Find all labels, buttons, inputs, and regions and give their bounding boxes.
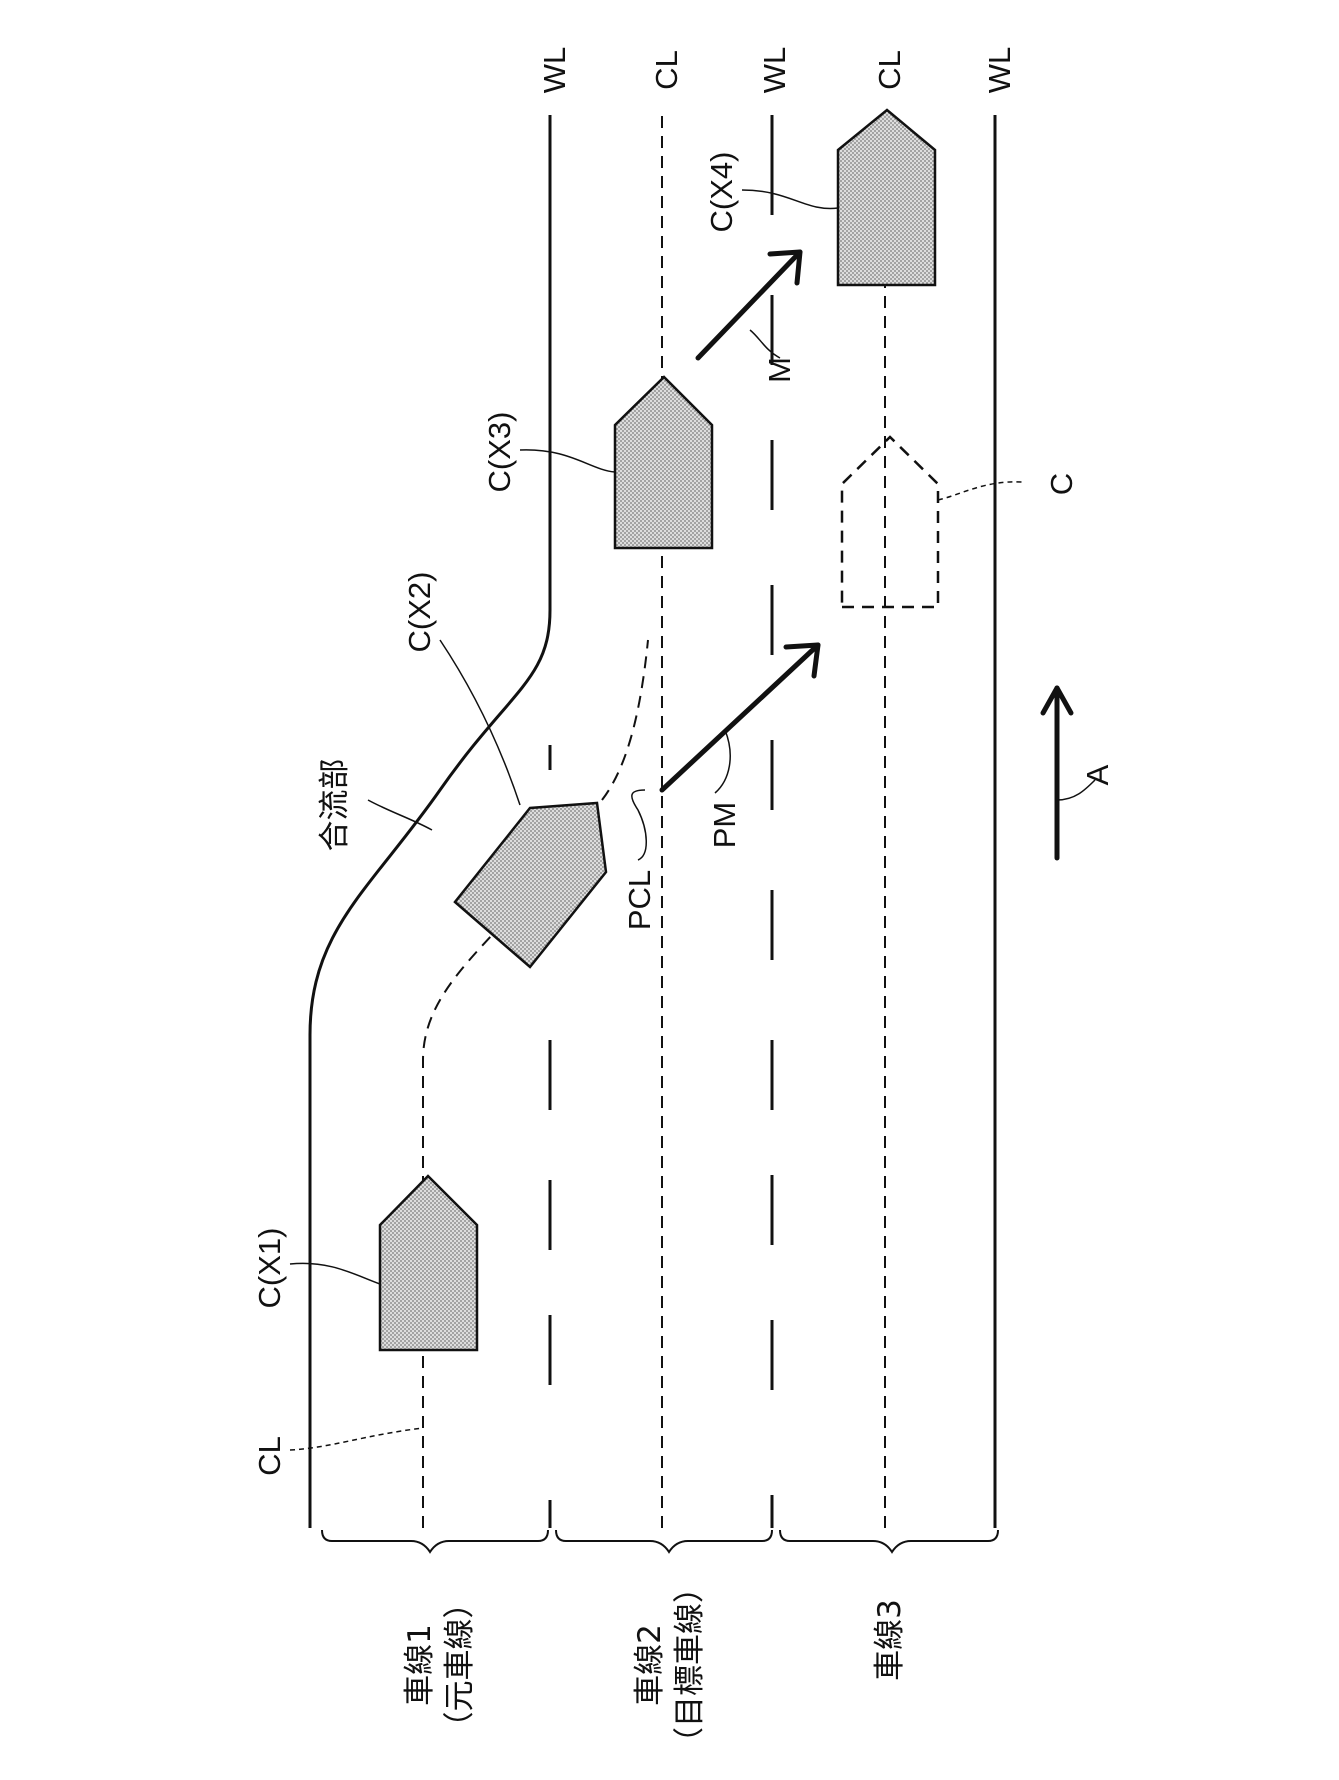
- label-c-x1: C(X1): [252, 1228, 287, 1309]
- label-lane1-sub: （元車線）: [442, 1588, 478, 1743]
- label-cl-top-a: CL: [649, 50, 684, 90]
- arrow-m: [698, 252, 800, 358]
- label-a: A: [1080, 764, 1115, 785]
- label-cl-left: CL: [252, 1436, 287, 1476]
- lane3-brace: [780, 1530, 998, 1552]
- label-lane1: 車線1: [402, 1624, 438, 1706]
- label-wl-top-b: WL: [757, 47, 792, 94]
- label-m: M: [762, 357, 797, 383]
- label-pcl: PCL: [622, 870, 657, 930]
- label-c-x2: C(X2): [402, 572, 437, 653]
- arrow-pm: [662, 645, 818, 790]
- arrows: [662, 252, 1071, 858]
- vehicle-c-x2: [455, 803, 606, 967]
- vehicle-c-x1: [380, 1176, 477, 1350]
- label-merge-section: 合流部: [317, 759, 353, 852]
- leader-c-x2: [440, 640, 520, 805]
- label-lane2-sub: （目標車線）: [672, 1572, 708, 1758]
- vehicle-c-x3: [615, 377, 712, 548]
- label-lane3: 車線3: [872, 1599, 908, 1681]
- vehicles: [380, 110, 938, 1350]
- label-wl-top-a: WL: [537, 47, 572, 94]
- label-c: C: [1044, 473, 1079, 495]
- leader-c-x3: [520, 450, 615, 472]
- lane-braces: [322, 1530, 998, 1552]
- label-lane2: 車線2: [632, 1624, 668, 1706]
- label-pm: PM: [707, 802, 742, 849]
- label-c-x3: C(X3): [482, 412, 517, 493]
- leader-c-x1: [290, 1263, 380, 1284]
- vehicle-c-x4: [838, 110, 935, 285]
- lane2-brace: [556, 1530, 772, 1552]
- leader-m: [750, 330, 780, 358]
- vehicle-c-ghost: [842, 437, 938, 607]
- labels: WL CL WL CL WL CL C(X1) C(X2) C(X3) C(X4…: [252, 47, 1115, 1758]
- label-wl-top-c: WL: [982, 47, 1017, 94]
- label-c-x4: C(X4): [704, 152, 739, 233]
- label-cl-top-b: CL: [872, 50, 907, 90]
- arrow-a: [1043, 688, 1071, 858]
- predicted-center-line: [602, 640, 648, 800]
- leader-pcl: [632, 790, 646, 860]
- leader-c: [938, 482, 1022, 500]
- leader-c-x4: [742, 190, 838, 208]
- lane1-brace: [322, 1530, 548, 1552]
